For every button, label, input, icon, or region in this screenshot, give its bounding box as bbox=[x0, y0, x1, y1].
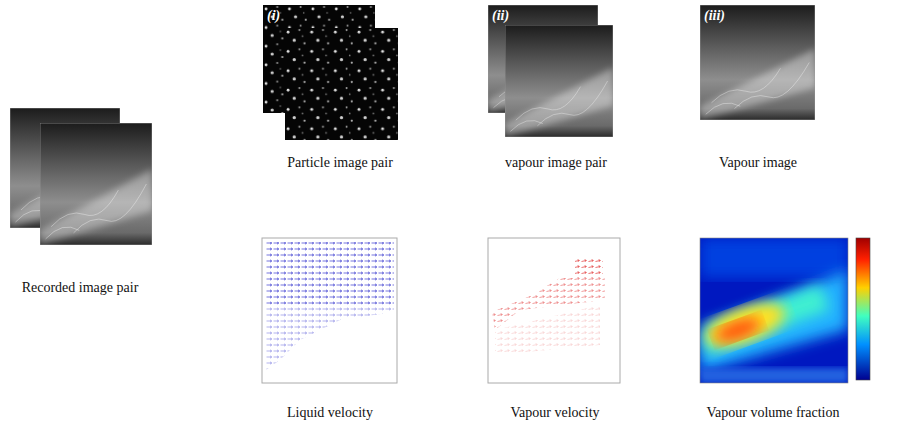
panel-tag: (iii) bbox=[704, 8, 725, 24]
plot-caption: Vapour velocity bbox=[510, 405, 599, 421]
image-caption: Recorded image pair bbox=[22, 280, 139, 296]
plot-caption: Vapour volume fraction bbox=[707, 405, 840, 421]
image-caption: Particle image pair bbox=[287, 155, 393, 171]
image-caption: vapour image pair bbox=[505, 155, 607, 171]
plot-caption: Liquid velocity bbox=[287, 405, 373, 421]
panel-tag: (i) bbox=[267, 8, 280, 24]
panel-tag: (ii) bbox=[492, 8, 509, 24]
image-caption: Vapour image bbox=[719, 155, 797, 171]
